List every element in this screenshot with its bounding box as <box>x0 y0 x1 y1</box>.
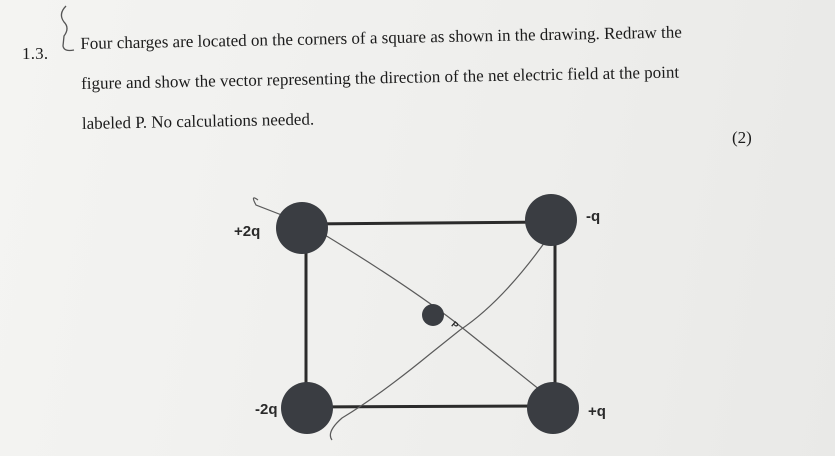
charge-label-top-right: -q <box>586 208 600 225</box>
charge-label-bottom-right: +q <box>588 403 606 420</box>
question-number: 1.3. <box>22 44 49 63</box>
charge-label-top-left: +2q <box>234 223 260 240</box>
pencil-diagonal-topright-to-bottomleft <box>329 201 567 441</box>
square-side-top <box>301 220 552 226</box>
pencil-bracket-mark <box>60 5 75 52</box>
charge-bottom-right <box>527 382 579 434</box>
question-marks: (2) <box>732 128 752 147</box>
charge-bottom-left <box>281 382 333 434</box>
charge-label-bottom-left: -2q <box>255 401 278 418</box>
charge-top-left <box>276 202 328 254</box>
point-p-label: P <box>449 319 460 331</box>
charge-top-right <box>525 194 577 246</box>
point-p-dot <box>422 304 444 326</box>
square-side-bottom <box>302 404 553 409</box>
